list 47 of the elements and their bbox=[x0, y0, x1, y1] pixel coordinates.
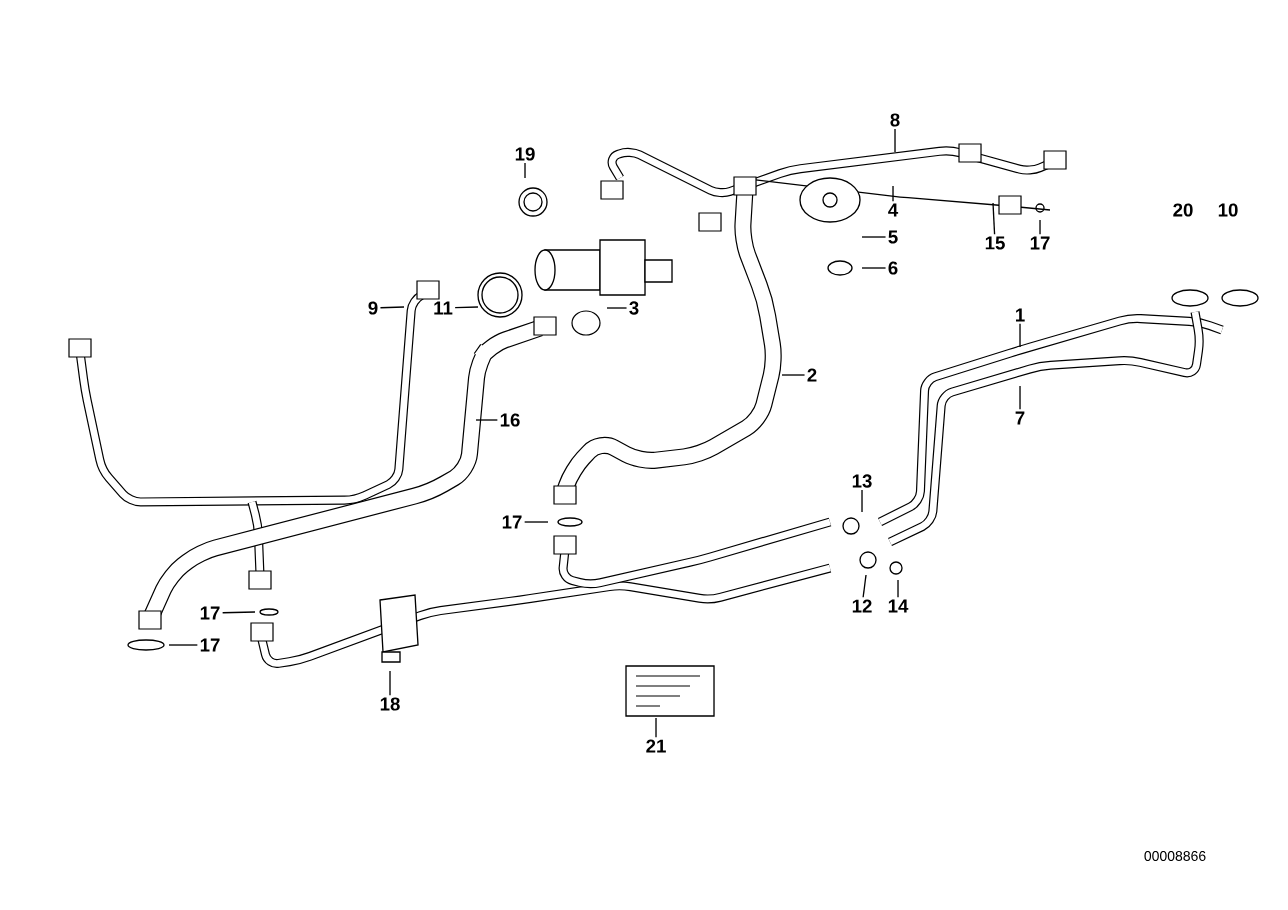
callout-number: 15 bbox=[985, 236, 1005, 250]
leader-line bbox=[524, 521, 549, 523]
leader-line bbox=[862, 574, 867, 598]
leader-line bbox=[524, 162, 526, 179]
leader-line bbox=[379, 306, 405, 309]
callout-number: 20 bbox=[1173, 203, 1193, 217]
leader-line bbox=[606, 307, 628, 309]
callout-number: 17 bbox=[200, 638, 220, 652]
leader-line bbox=[168, 644, 198, 646]
callout-number: 21 bbox=[646, 739, 666, 753]
callout-number: 17 bbox=[200, 606, 220, 620]
callout-number: 17 bbox=[502, 515, 522, 529]
callout-number: 5 bbox=[888, 230, 898, 244]
callout-number: 8 bbox=[890, 113, 900, 127]
leader-line bbox=[454, 306, 479, 309]
leader-line bbox=[1019, 323, 1021, 348]
leader-line bbox=[861, 489, 863, 513]
leader-line bbox=[475, 419, 499, 421]
leader-line bbox=[781, 374, 806, 376]
callout-number: 6 bbox=[888, 261, 898, 275]
callout-number: 2 bbox=[807, 368, 817, 382]
callout-number: 12 bbox=[852, 599, 872, 613]
reference-number: 00008866 bbox=[1144, 851, 1206, 861]
callout-number: 10 bbox=[1218, 203, 1238, 217]
leader-line bbox=[222, 611, 256, 614]
leader-line bbox=[389, 670, 391, 696]
callout-number: 18 bbox=[380, 697, 400, 711]
callout-number: 7 bbox=[1015, 411, 1025, 425]
leader-line bbox=[1039, 219, 1041, 235]
callout-number: 13 bbox=[852, 474, 872, 488]
callout-number: 11 bbox=[434, 301, 453, 315]
leader-line bbox=[861, 267, 887, 269]
callout-number: 1 bbox=[1016, 308, 1025, 322]
leader-line bbox=[897, 579, 899, 598]
leader-line bbox=[861, 236, 887, 238]
leader-line bbox=[655, 717, 657, 738]
callout-number: 16 bbox=[500, 413, 520, 427]
callout-number: 14 bbox=[888, 599, 909, 613]
leader-line bbox=[894, 128, 896, 153]
callout-number: 4 bbox=[888, 203, 899, 217]
callout-number: 17 bbox=[1030, 236, 1050, 250]
callout-number: 3 bbox=[629, 301, 639, 315]
leader-line bbox=[992, 202, 996, 235]
leader-line bbox=[1019, 385, 1021, 410]
leader-line bbox=[892, 185, 894, 202]
callout-number: 19 bbox=[515, 147, 535, 161]
callout-number: 9 bbox=[368, 301, 378, 315]
